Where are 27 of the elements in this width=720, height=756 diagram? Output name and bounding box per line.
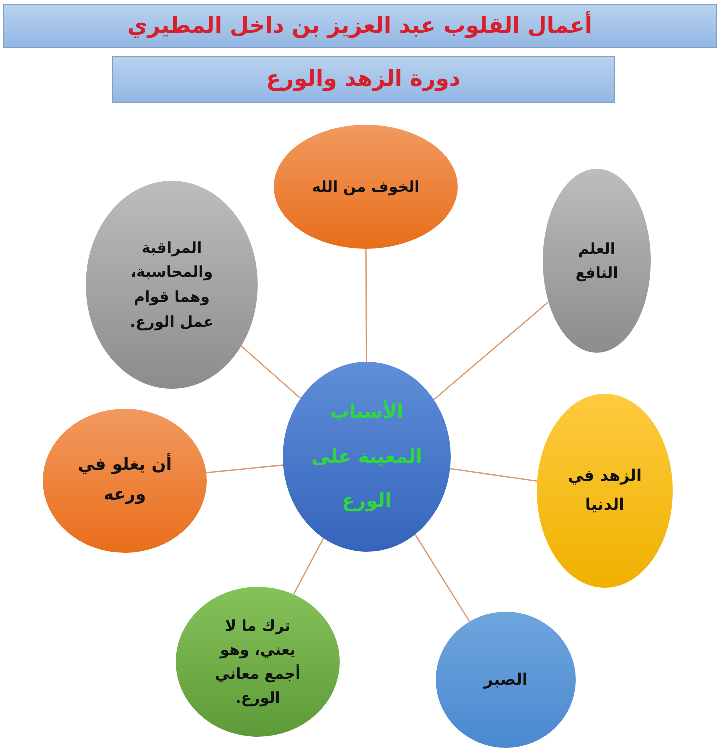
- topic-ellipse: [543, 169, 651, 353]
- topic-text: أن يغلو في ورعه: [76, 452, 174, 507]
- connector-line: [414, 534, 470, 622]
- topic-text: ترك ما لا يعني، وهو أجمع معاني الورع.: [214, 616, 302, 709]
- connector-line: [241, 346, 302, 400]
- center-text: الأسباب المعينة على الورع: [310, 399, 424, 514]
- topic-circle: [436, 612, 576, 748]
- topic-circle: [43, 409, 207, 553]
- subtitle-text: دورة الزهد والورع: [266, 67, 461, 92]
- center-circle: [283, 362, 451, 552]
- topic-text: الخوف من الله: [312, 176, 420, 198]
- topic-text: المراقبة والمحاسبة، وهما قوام عمل الورع.: [129, 238, 215, 333]
- title-banner: [3, 4, 717, 48]
- connector-line: [434, 302, 550, 400]
- topic-text: الزهد في الدنيا: [566, 465, 643, 516]
- connector-line: [450, 468, 538, 482]
- topic-ellipse: [274, 125, 458, 249]
- topic-ellipse: [537, 394, 673, 588]
- title-text: أعمال القلوب عبد العزيز بن داخل المطيري: [128, 14, 592, 38]
- subtitle-banner: [112, 56, 615, 103]
- connector-line: [293, 538, 324, 595]
- connector-line: [366, 249, 368, 362]
- topic-text: العلم النافع: [574, 239, 620, 284]
- topic-circle: [176, 587, 340, 737]
- topic-ellipse: [86, 181, 258, 389]
- connector-line: [206, 464, 284, 474]
- topic-text: الصبر: [484, 669, 528, 691]
